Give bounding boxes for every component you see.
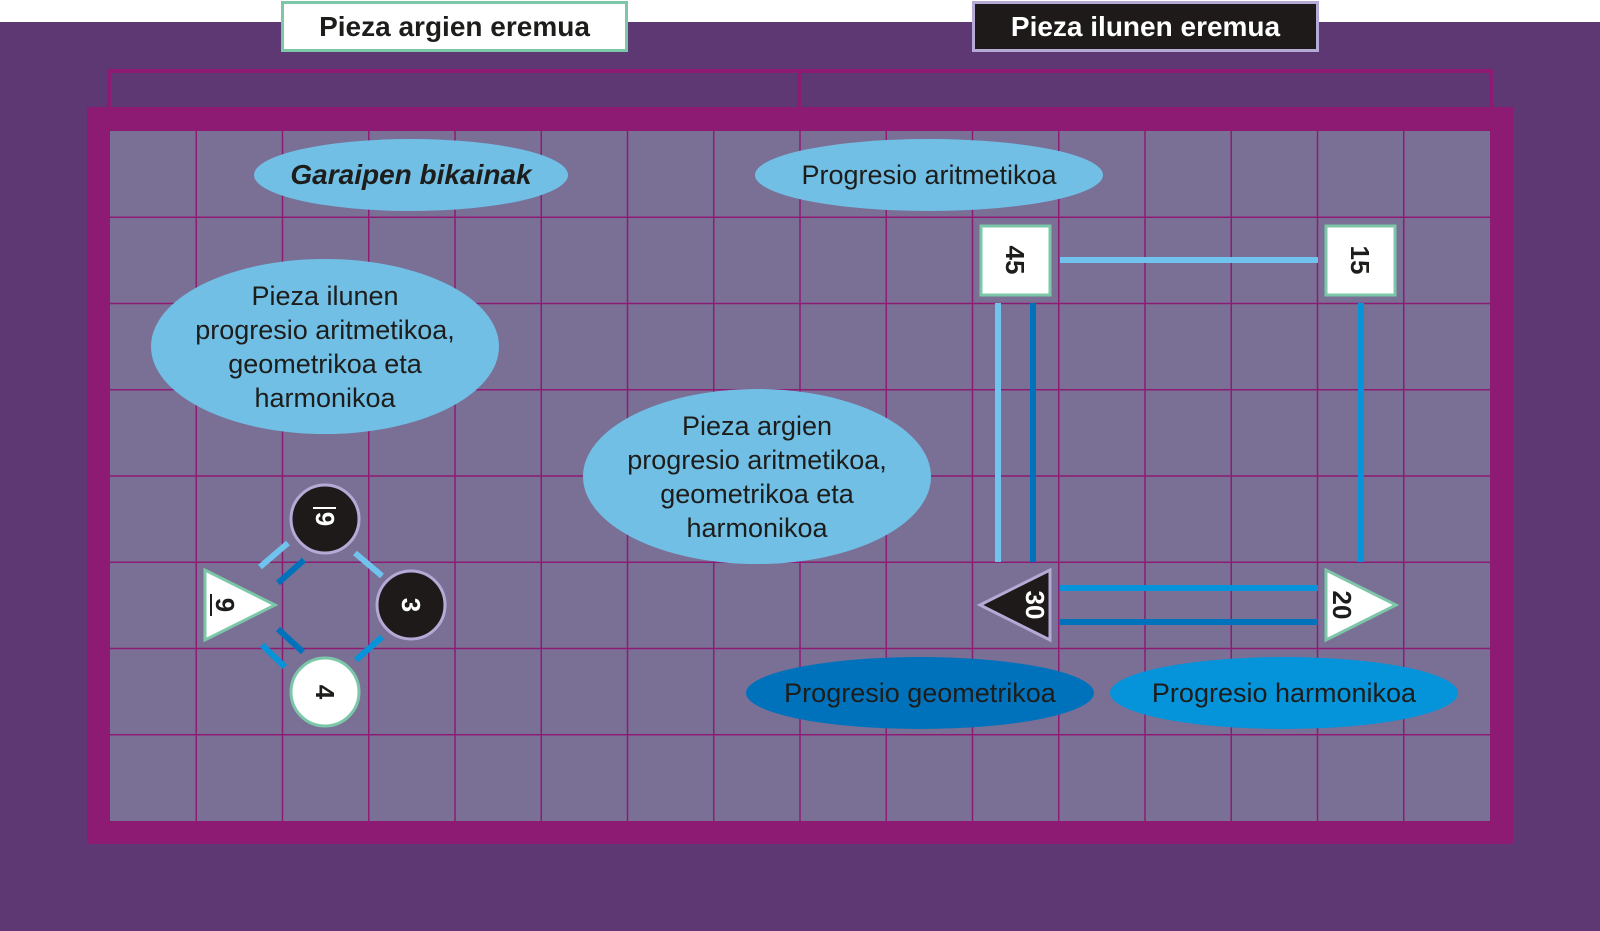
piece-light-square-15: 15 <box>1324 224 1397 297</box>
piece-value: 9 <box>310 512 340 526</box>
geometric-line <box>275 626 306 655</box>
dark-pieces-zone-label: Pieza ilunen eremua <box>972 1 1319 52</box>
piece-dark-circle-3: 3 <box>375 569 447 641</box>
piece-value: 3 <box>396 598 426 612</box>
piece-light-triangle-20: 20 <box>1324 567 1400 643</box>
piece-light-circle-4: 4 <box>289 656 361 728</box>
piece-value: 9 <box>210 598 240 612</box>
light-progressions-label: Pieza argien progresio aritmetikoa, geom… <box>583 389 931 564</box>
dark-zone-bracket <box>797 69 1493 109</box>
board-grid <box>110 131 1490 821</box>
piece-value: 4 <box>310 685 340 700</box>
right-connector-lines <box>995 257 1364 625</box>
harmonic-line <box>259 642 288 670</box>
arithmetic-line <box>258 540 290 570</box>
harmonic-progression-label: Progresio harmonikoa <box>1110 657 1458 729</box>
light-pieces-zone-label: Pieza argien eremua <box>281 1 628 52</box>
piece-value: 20 <box>1327 591 1357 620</box>
piece-value: 30 <box>1020 591 1050 620</box>
piece-value: 45 <box>1000 246 1030 275</box>
victories-label: Garaipen bikainak <box>254 139 568 211</box>
left-connector-lines <box>258 540 384 670</box>
piece-light-square-45: 45 <box>979 224 1052 297</box>
harmonic-line <box>354 634 384 663</box>
geometric-progression-label: Progresio geometrikoa <box>746 657 1094 729</box>
arithmetic-line <box>353 550 384 579</box>
geometric-line <box>276 557 306 586</box>
piece-dark-triangle-30: 30 <box>976 567 1052 643</box>
piece-dark-circle-9: 9 <box>289 483 361 555</box>
dark-progressions-label: Pieza ilunen progresio aritmetikoa, geom… <box>151 259 499 434</box>
piece-value: 15 <box>1345 246 1375 275</box>
arithmetic-progression-label: Progresio aritmetikoa <box>755 139 1103 211</box>
piece-light-triangle-9: 9 <box>203 567 279 643</box>
